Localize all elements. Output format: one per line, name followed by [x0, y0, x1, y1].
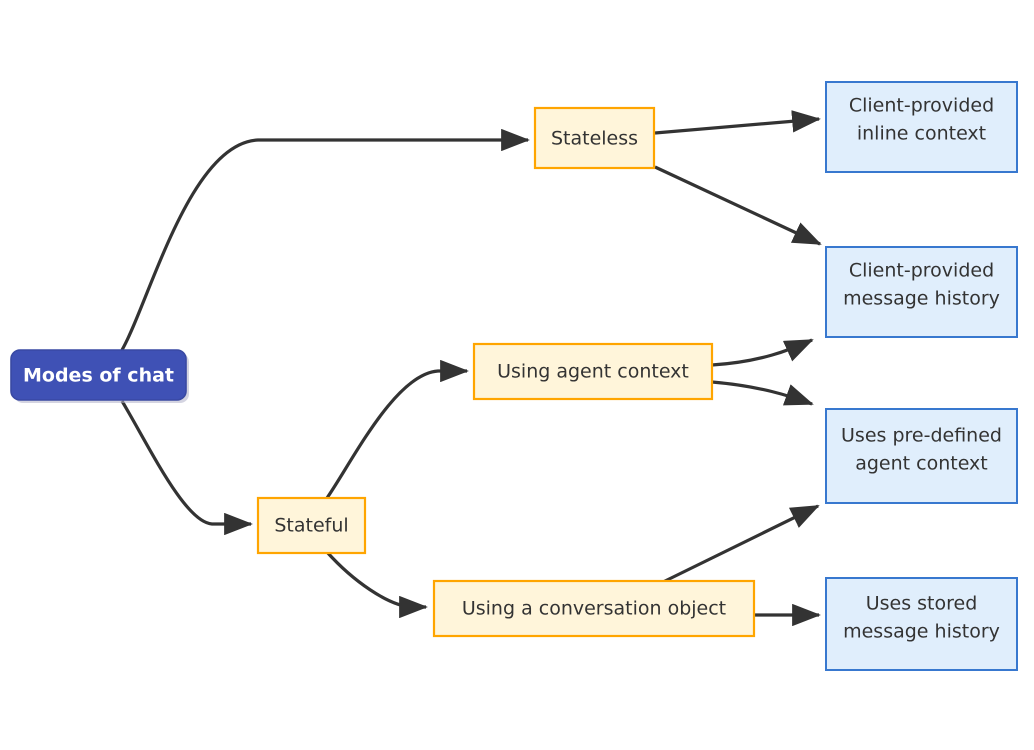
node-label-client-provided-inline-context-line1: Client-provided — [849, 95, 994, 117]
edge-agent-context-to-message-history — [711, 338, 814, 367]
node-background — [432, 579, 756, 638]
node-stateful[interactable]: Stateful — [256, 496, 367, 555]
edge-agent-context-to-predefined — [711, 380, 814, 406]
edge-stateless-to-inline — [654, 110, 821, 135]
node-label-stateless: Stateless — [551, 128, 638, 150]
edge-root-to-stateful — [120, 400, 253, 536]
node-label-stateful: Stateful — [274, 515, 348, 537]
node-label-uses-stored-message-history-line2: message history — [843, 621, 1000, 643]
node-background — [825, 577, 1018, 671]
edge-conversation-object-to-predefined — [660, 504, 820, 585]
node-layer: Modes of chat Stateless Stateful Using a… — [10, 81, 1018, 671]
node-label-uses-stored-message-history-line1: Uses stored — [866, 593, 978, 615]
node-background — [10, 349, 187, 401]
node-label-using-agent-context: Using agent context — [497, 361, 689, 383]
edge-stateful-to-agent-context — [325, 359, 469, 499]
edge-root-to-stateless — [120, 128, 530, 351]
node-label-uses-pre-defined-agent-context-line1: Uses pre-defined — [841, 425, 1002, 447]
node-background — [533, 106, 656, 170]
node-client-provided-inline-context[interactable]: Client-provided inline context — [825, 81, 1018, 173]
node-uses-pre-defined-agent-context[interactable]: Uses pre-defined agent context — [825, 408, 1018, 504]
node-background — [825, 246, 1018, 338]
edge-layer — [120, 110, 822, 627]
node-label-client-provided-message-history-line1: Client-provided — [849, 260, 994, 282]
node-uses-stored-message-history[interactable]: Uses stored message history — [825, 577, 1018, 671]
node-stateless[interactable]: Stateless — [533, 106, 656, 170]
node-background — [472, 342, 714, 401]
node-label-client-provided-inline-context-line2: inline context — [857, 123, 986, 145]
node-background — [256, 496, 367, 555]
node-background — [825, 408, 1018, 504]
edge-stateful-to-conversation-object — [325, 550, 428, 619]
node-client-provided-message-history[interactable]: Client-provided message history — [825, 246, 1018, 338]
edge-stateless-to-message-history — [654, 165, 822, 246]
node-background — [825, 81, 1018, 173]
node-using-a-conversation-object[interactable]: Using a conversation object — [432, 579, 756, 638]
node-label-modes-of-chat: Modes of chat — [23, 365, 174, 387]
node-label-client-provided-message-history-line2: message history — [843, 288, 1000, 310]
node-modes-of-chat[interactable]: Modes of chat — [10, 349, 189, 403]
node-label-uses-pre-defined-agent-context-line2: agent context — [855, 453, 988, 475]
node-using-agent-context[interactable]: Using agent context — [472, 342, 714, 401]
node-label-using-a-conversation-object: Using a conversation object — [462, 598, 726, 620]
